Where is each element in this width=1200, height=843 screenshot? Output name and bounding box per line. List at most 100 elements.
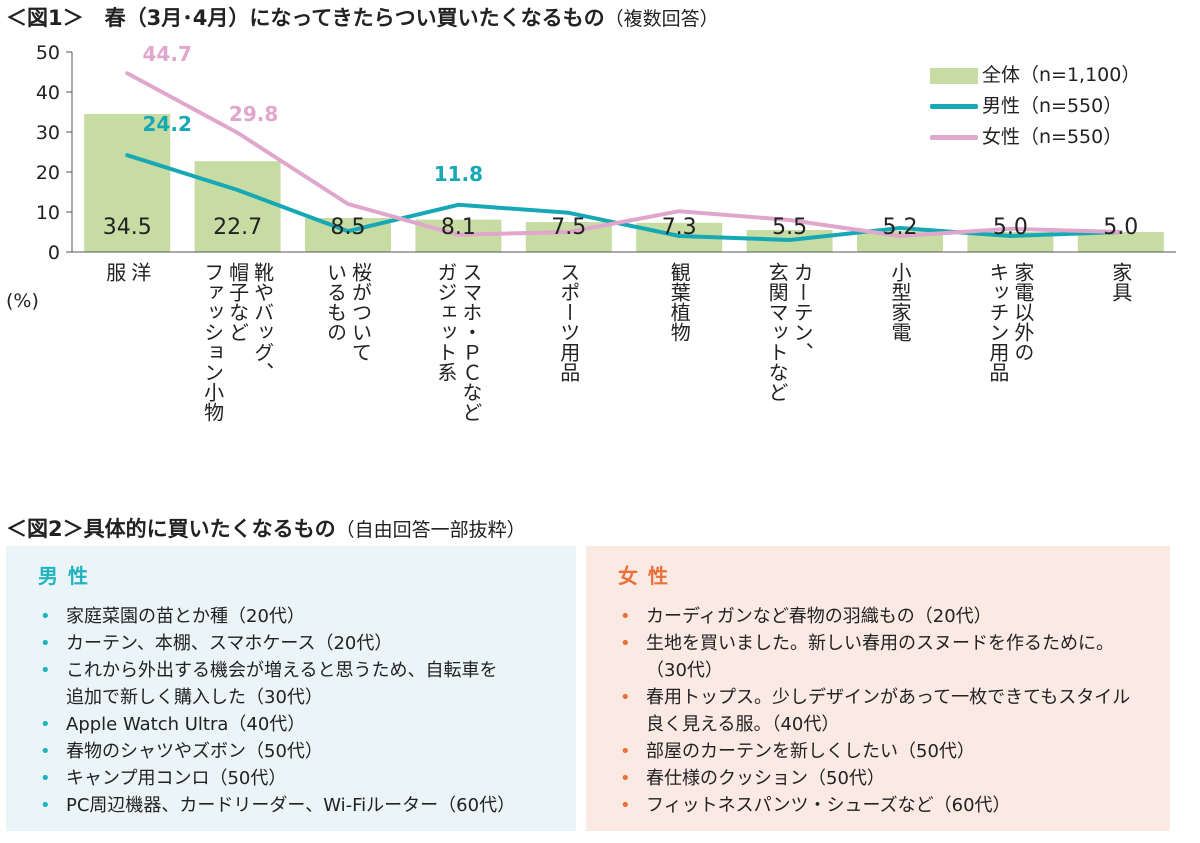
female-value-label: 44.7 <box>143 42 192 66</box>
list-item: • 生地を買いました。新しい春用のスヌードを作るために。 （30代） <box>618 630 1148 684</box>
bar-value-label: 5.0 <box>1103 215 1138 240</box>
bullet-icon: • <box>40 795 51 816</box>
female-series-line <box>125 71 1123 238</box>
legend-swatch-female <box>930 135 978 140</box>
list-item: • フィットネスパンツ・シューズなど（60代） <box>618 792 1148 819</box>
answer-text: 春用トップス。少しデザインがあって一枚できてもスタイル 良く見える服。（40代） <box>646 687 1131 735</box>
bullet-icon: • <box>620 768 631 789</box>
bullet-icon: • <box>620 633 631 654</box>
legend-label-male: 男性（n=550） <box>982 95 1123 117</box>
bar-value-label: 8.1 <box>441 215 476 240</box>
category-label: 観葉植物 <box>667 262 691 342</box>
list-item: • カーテン、本棚、スマホケース（20代） <box>38 630 554 657</box>
legend-swatch-all <box>930 67 978 84</box>
category-label: 洋 <box>128 262 152 282</box>
figure2-title: ＜図2＞具体的に買いたくなるもの（自由回答一部抜粋） <box>6 513 526 543</box>
legend-label-all: 全体（n=1,100） <box>982 64 1141 86</box>
list-item: • 家庭菜園の苗とか種（20代） <box>38 603 554 630</box>
bar-value-label: 7.3 <box>662 215 697 240</box>
category-label: 家電以外の <box>1011 262 1035 362</box>
category-label: 靴やバッグ、 <box>251 262 275 382</box>
bullet-icon: • <box>620 687 631 708</box>
female-value-label: 29.8 <box>229 102 278 126</box>
legend-label-female: 女性（n=550） <box>982 126 1123 148</box>
bar-value-label: 7.5 <box>551 215 586 240</box>
bullet-icon: • <box>40 741 51 762</box>
y-tick-label: 50 <box>36 42 60 64</box>
male-answer-list: • 家庭菜園の苗とか種（20代） • カーテン、本棚、スマホケース（20代） • これ… <box>38 603 554 819</box>
list-item: • 春仕様のクッション（50代） <box>618 765 1148 792</box>
y-tick-label: 30 <box>36 122 60 144</box>
answer-text: 部屋のカーテンを新しくしたい（50代） <box>646 741 975 762</box>
answer-text: これから外出する機会が増えると思うため、自転車を 追加で新しく購入した（30代） <box>66 660 498 708</box>
category-label: ガジェット系 <box>434 262 458 382</box>
list-item: • キャンプ用コンロ（50代） <box>38 765 554 792</box>
bar <box>194 161 281 252</box>
bar-value-label: 5.2 <box>883 215 918 240</box>
category-label: 桜がついて <box>349 262 373 362</box>
category-label: 玄関マットなど <box>765 262 789 402</box>
legend-swatch-male <box>930 104 978 109</box>
figure1-title: ＜図1＞ 春（3月･4月）になってきたらつい買いたくなるもの（複数回答） <box>6 2 719 32</box>
category-label: カーテン、 <box>790 262 814 362</box>
y-tick-label: 10 <box>36 202 60 224</box>
list-item: • カーディガンなど春物の羽織もの（20代） <box>618 603 1148 630</box>
male-value-label: 11.8 <box>434 162 483 186</box>
bar-value-label: 34.5 <box>103 215 152 240</box>
female-heading: 女性 <box>618 564 678 588</box>
list-item: • PC周辺機器、カードリーダー、Wi-Fiルーター（60代） <box>38 792 554 819</box>
bullet-icon: • <box>620 795 631 816</box>
legend-item-male: 男性（n=550） <box>930 91 1140 122</box>
female-answers-panel: 女性 • カーディガンなど春物の羽織もの（20代） • 生地を買いました。新しい春用… <box>586 546 1170 831</box>
answer-text: カーテン、本棚、スマホケース（20代） <box>66 633 393 654</box>
category-label: スポーツ用品 <box>557 262 581 382</box>
bullet-icon: • <box>620 606 631 627</box>
list-item: •Apple Watch Ultra（40代） <box>38 711 554 738</box>
bar-value-label: 22.7 <box>213 215 262 240</box>
category-label: 小型家電 <box>888 262 912 342</box>
category-label: 帽子など <box>226 262 250 342</box>
answer-text: カーディガンなど春物の羽織もの（20代） <box>646 606 992 627</box>
bullet-icon: • <box>40 633 51 654</box>
category-label: 家具 <box>1109 262 1133 302</box>
list-item: • これから外出する機会が増えると思うため、自転車を 追加で新しく購入した（30代… <box>38 657 554 711</box>
answer-text: キャンプ用コンロ（50代） <box>66 768 287 789</box>
y-tick-label: 20 <box>36 162 60 184</box>
y-axis-unit: (%) <box>6 290 39 312</box>
figure1-subtitle: （複数回答） <box>604 8 719 30</box>
bullet-icon: • <box>40 606 51 627</box>
bullet-icon: • <box>40 660 51 681</box>
answer-text: PC周辺機器、カードリーダー、Wi-Fiルーター（60代） <box>66 795 516 816</box>
category-label: ファッション小物 <box>201 262 225 422</box>
answer-text: 家庭菜園の苗とか種（20代） <box>66 606 305 627</box>
legend-item-female: 女性（n=550） <box>930 122 1140 153</box>
bar-value-label: 5.5 <box>772 215 807 240</box>
list-item: • 春物のシャツやズボン（50代） <box>38 738 554 765</box>
figure1-title-text: ＜図1＞ 春（3月･4月）になってきたらつい買いたくなるもの <box>6 6 605 30</box>
male-value-label: 24.2 <box>143 112 192 136</box>
category-label: スマホ・ＰＣなど <box>459 262 483 422</box>
list-item: • 春用トップス。少しデザインがあって一枚できてもスタイル 良く見える服。（40代… <box>618 684 1148 738</box>
bullet-icon: • <box>620 741 631 762</box>
bullet-icon: • <box>40 714 51 735</box>
list-item: • 部屋のカーテンを新しくしたい（50代） <box>618 738 1148 765</box>
bullet-icon: • <box>40 768 51 789</box>
chart-legend: 全体（n=1,100） 男性（n=550） 女性（n=550） <box>930 60 1140 153</box>
legend-item-all: 全体（n=1,100） <box>930 60 1140 91</box>
chart: 0 10 20 30 40 50 34.5 22.7 8.5 8.1 7.5 7.3 5.5 5.2 5.0… <box>36 42 1176 422</box>
answer-text: 春仕様のクッション（50代） <box>646 768 885 789</box>
answer-text: 春物のシャツやズボン（50代） <box>66 741 323 762</box>
figure2-subtitle: （自由回答一部抜粋） <box>335 519 526 541</box>
figure2-title-text: ＜図2＞具体的に買いたくなるもの <box>6 517 336 541</box>
female-answer-list: • カーディガンなど春物の羽織もの（20代） • 生地を買いました。新しい春用のスヌ… <box>618 603 1148 819</box>
answer-text: 生地を買いました。新しい春用のスヌードを作るために。 （30代） <box>646 633 1114 681</box>
y-tick-label: 0 <box>48 242 60 264</box>
bar <box>84 114 171 252</box>
answer-text: フィットネスパンツ・シューズなど（60代） <box>646 795 1011 816</box>
category-label: いるもの <box>324 262 348 342</box>
male-answers-panel: 男性 •家庭菜園の苗とか種（20代） •カーテン、本棚、スマホケース（20代） … <box>6 546 576 831</box>
bar <box>1077 232 1164 252</box>
category-label: キッチン用品 <box>986 262 1010 382</box>
y-tick-label: 40 <box>36 82 60 104</box>
bar-value-label: 8.5 <box>331 215 366 240</box>
